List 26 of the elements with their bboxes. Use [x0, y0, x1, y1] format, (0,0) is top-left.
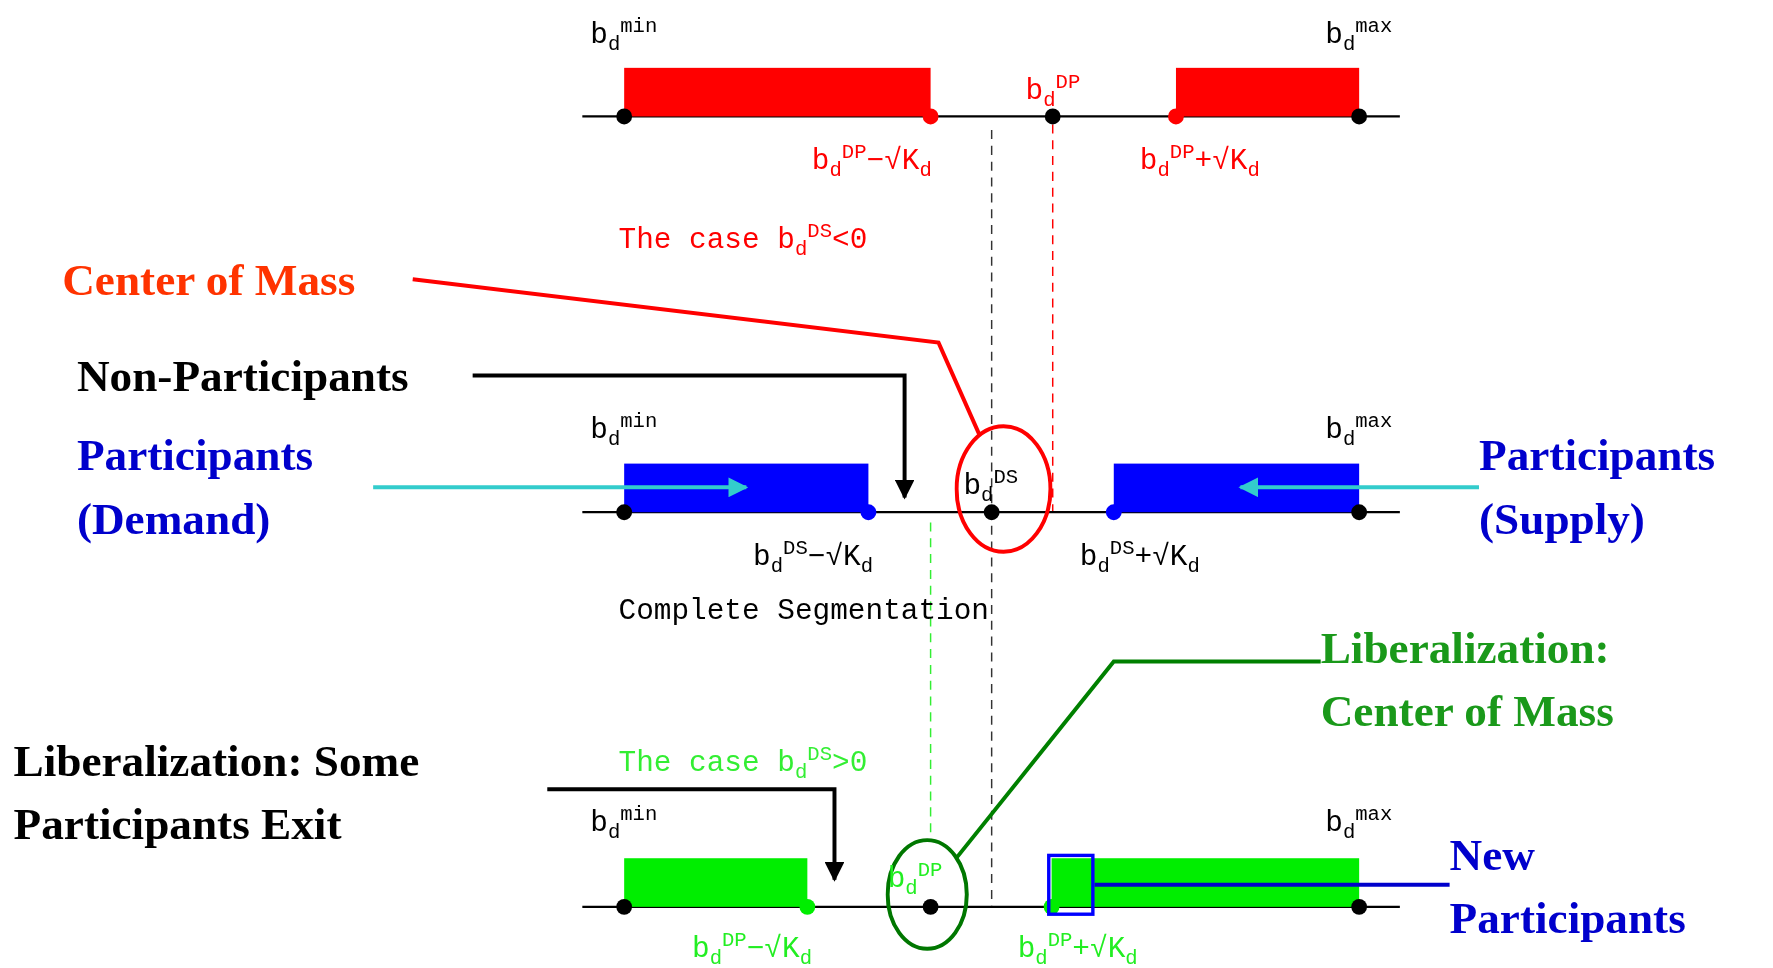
callout-text: Participants (Supply) — [1479, 424, 1773, 551]
case-note: The case b$_{d}$$^{DS}$<0 — [618, 219, 868, 263]
axis-label: b$_{d}$$^{DP}$−√K$_{d}$ — [692, 928, 812, 968]
leader-line — [954, 659, 1321, 860]
arrow — [373, 477, 749, 498]
arrow — [547, 787, 845, 882]
callout-text: Participants (Demand) — [76, 424, 374, 551]
axis-label: b$_{d}$$^{DS}$−√K$_{d}$ — [753, 536, 874, 580]
axis-label: b$_{d}$$^{DS}$+√K$_{d}$ — [1079, 536, 1200, 580]
case-note: Complete Segmentation — [618, 593, 989, 628]
axis-label: b$_{d}$$^{DP}$+√K$_{d}$ — [1017, 928, 1138, 968]
case-note: The case b$_{d}$$^{DS}$>0 — [618, 741, 868, 786]
highlight-ellipse — [885, 837, 970, 951]
axis-label: b$_{d}$$^{DP}$−√K$_{d}$ — [811, 140, 932, 184]
callout-text: Liberalization: Center of Mass — [1320, 616, 1689, 743]
callout-text: Liberalization: Some Participants Exit — [13, 729, 548, 856]
arrow — [1238, 477, 1479, 498]
leader-line — [1094, 882, 1450, 887]
callout-text: New Participants — [1449, 823, 1746, 950]
callout-text: Non-Participants — [76, 344, 473, 402]
axis-label: b$_{d}$$^{DP}$+√K$_{d}$ — [1139, 140, 1260, 184]
leader-line — [412, 277, 982, 436]
callout-text: Center of Mass — [62, 248, 413, 306]
highlight-ellipse — [954, 424, 1053, 555]
highlight-box — [1047, 853, 1095, 916]
arrow — [472, 373, 915, 500]
